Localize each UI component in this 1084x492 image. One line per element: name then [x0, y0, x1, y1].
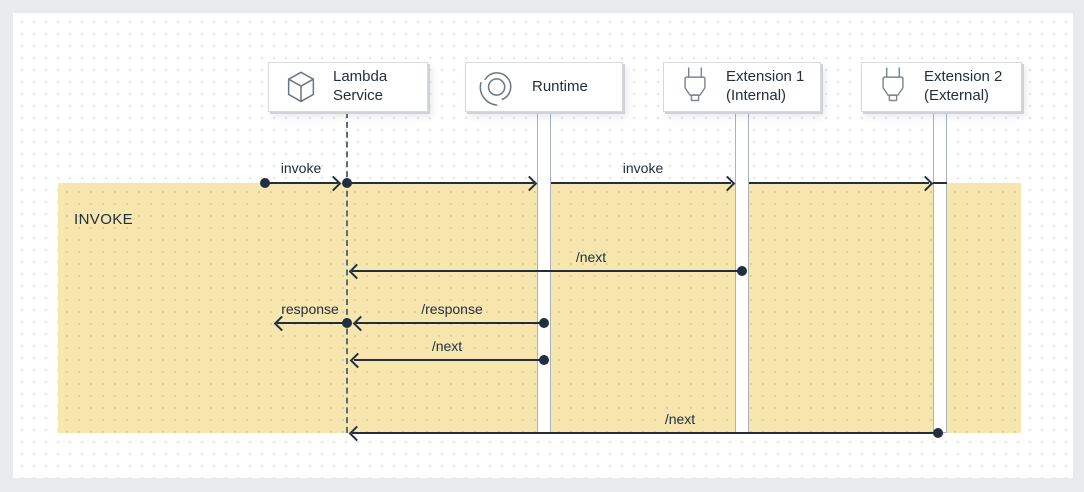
message-line-invoke-to-runtime: [348, 182, 534, 184]
actor-label: Lambda Service: [333, 68, 387, 106]
actor-label-line: Extension 2: [924, 68, 1003, 86]
message-origin-dot: [342, 178, 352, 188]
cube-3d-icon: [287, 71, 315, 103]
message-label-response: response: [281, 301, 339, 317]
message-line-next-extension-1: [352, 270, 742, 272]
actor-lambda-service: Lambda Service: [268, 62, 428, 112]
message-line-invoke-to-extension-2: [749, 182, 929, 184]
message-origin-dot: [539, 355, 549, 365]
actor-label-line: Runtime: [532, 77, 588, 95]
message-origin-dot: [342, 318, 352, 328]
actor-label: Runtime: [532, 78, 588, 97]
actor-extension-1: Extension 1 (Internal): [663, 62, 821, 112]
actor-label-line: Lambda: [333, 68, 388, 86]
actor-extension-2: Extension 2 (External): [861, 62, 1022, 112]
message-origin-dot: [260, 178, 270, 188]
actor-label: Extension 2 (External): [924, 68, 1002, 106]
message-line-response: [277, 322, 347, 324]
lifeline-lambda-service: [346, 112, 348, 433]
message-line-invoke-caller: [265, 182, 338, 184]
invoke-phase-label: INVOKE: [74, 211, 134, 228]
activation-start-cap-extension-2: [933, 182, 947, 184]
message-label-next: /next: [575, 249, 607, 265]
message-label-next-extension-2: /next: [664, 411, 696, 427]
plug-icon: [882, 67, 904, 102]
message-line-invoke-to-extension-1: [551, 182, 731, 184]
message-line-next-extension-2: [352, 432, 938, 434]
actor-label: Extension 1 (Internal): [726, 68, 804, 106]
runtime-cycle-icon: [479, 72, 512, 106]
actor-label-line: Extension 1: [726, 68, 805, 86]
message-line-slash-response: [356, 322, 544, 324]
message-label-invoke-caller: invoke: [280, 160, 322, 176]
message-line-next-runtime: [354, 359, 544, 361]
plug-icon: [684, 67, 706, 102]
message-origin-dot: [737, 266, 747, 276]
actor-runtime: Runtime: [465, 62, 623, 112]
activation-bar-extension-2: [933, 112, 947, 433]
message-label-slash-response: /response: [421, 301, 483, 317]
actor-label-line: (Internal): [726, 87, 787, 104]
activation-bar-runtime: [537, 112, 551, 433]
message-label-next-runtime: /next: [431, 338, 463, 354]
message-origin-dot: [933, 428, 943, 438]
actor-label-line: (External): [924, 87, 990, 104]
message-origin-dot: [539, 318, 549, 328]
message-label-invoke: invoke: [622, 160, 664, 176]
actor-label-line: Service: [333, 87, 384, 104]
